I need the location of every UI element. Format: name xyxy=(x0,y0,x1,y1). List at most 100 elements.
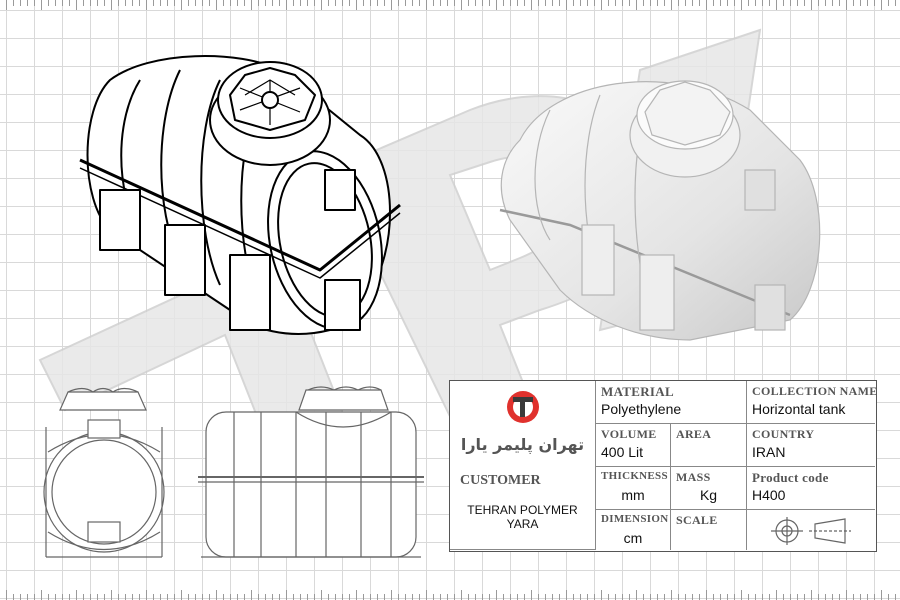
ruler-tick xyxy=(580,0,581,6)
ruler-tick xyxy=(293,0,294,6)
ruler-tick xyxy=(895,0,896,6)
ruler-tick xyxy=(874,594,875,600)
volume-cell: VOLUME 400 Lit xyxy=(596,424,671,467)
ruler-tick xyxy=(55,594,56,600)
ruler-tick xyxy=(685,594,686,600)
ruler-tick xyxy=(62,0,63,6)
ruler-tick xyxy=(13,594,14,600)
ruler-tick xyxy=(482,0,483,6)
ruler-tick xyxy=(111,0,112,10)
ruler-tick xyxy=(797,0,798,6)
bottom-ruler xyxy=(0,586,900,600)
ruler-tick xyxy=(132,0,133,6)
ruler-tick xyxy=(104,0,105,6)
ruler-tick xyxy=(531,0,532,10)
ruler-tick xyxy=(167,0,168,6)
ruler-tick xyxy=(734,594,735,600)
ruler-tick xyxy=(391,0,392,10)
ruler-tick xyxy=(244,0,245,6)
ruler-tick xyxy=(524,594,525,600)
ruler-tick xyxy=(335,594,336,600)
ruler-tick xyxy=(48,0,49,6)
ruler-tick xyxy=(265,594,266,600)
ruler-tick xyxy=(342,594,343,600)
ruler-tick xyxy=(377,594,378,600)
ruler-tick xyxy=(846,0,847,10)
dimension-value: cm xyxy=(623,530,643,546)
tank-side-view xyxy=(198,386,424,558)
ruler-tick xyxy=(657,0,658,6)
country-value: IRAN xyxy=(752,444,786,460)
ruler-tick xyxy=(608,594,609,600)
material-value: Polyethylene xyxy=(601,401,682,417)
ruler-tick xyxy=(881,0,882,10)
ruler-tick xyxy=(412,0,413,6)
ruler-tick xyxy=(209,594,210,600)
ruler-tick xyxy=(202,0,203,6)
ruler-tick xyxy=(608,0,609,6)
volume-value: 400 Lit xyxy=(601,444,644,460)
ruler-tick xyxy=(314,0,315,6)
ruler-tick xyxy=(517,0,518,6)
ruler-tick xyxy=(664,0,665,6)
ruler-tick xyxy=(293,594,294,600)
customer-value: TEHRAN POLYMER YARA xyxy=(467,503,578,531)
ruler-tick xyxy=(762,594,763,600)
ruler-tick xyxy=(804,0,805,6)
ruler-tick xyxy=(461,590,462,600)
collection-cell: COLLECTION NAME Horizontal tank xyxy=(747,381,877,424)
ruler-tick xyxy=(153,594,154,600)
ruler-tick xyxy=(55,0,56,6)
ruler-tick xyxy=(279,0,280,6)
ruler-tick xyxy=(195,0,196,6)
ruler-tick xyxy=(692,0,693,6)
ruler-tick xyxy=(874,0,875,6)
ruler-tick xyxy=(706,590,707,600)
ruler-tick xyxy=(615,0,616,6)
ruler-tick xyxy=(881,590,882,600)
ruler-tick xyxy=(174,594,175,600)
ruler-tick xyxy=(468,0,469,6)
ruler-tick xyxy=(314,594,315,600)
ruler-tick xyxy=(755,594,756,600)
ruler-tick xyxy=(671,0,672,10)
ruler-tick xyxy=(454,594,455,600)
ruler-tick xyxy=(174,0,175,6)
horizontal-tank-line-drawing xyxy=(79,55,401,335)
ruler-tick xyxy=(188,594,189,600)
ruler-tick xyxy=(160,0,161,6)
ruler-tick xyxy=(223,594,224,600)
ruler-tick xyxy=(545,594,546,600)
ruler-tick xyxy=(223,0,224,6)
ruler-tick xyxy=(216,590,217,600)
ruler-tick xyxy=(748,594,749,600)
ruler-tick xyxy=(559,0,560,6)
ruler-tick xyxy=(286,590,287,600)
mass-label: MASS xyxy=(676,470,711,484)
ruler-tick xyxy=(650,0,651,6)
ruler-tick xyxy=(587,594,588,600)
horizontal-tank-3d-render xyxy=(499,80,821,341)
ruler-tick xyxy=(741,0,742,10)
ruler-tick xyxy=(867,0,868,6)
ruler-tick xyxy=(370,594,371,600)
ruler-tick xyxy=(783,0,784,6)
ruler-tick xyxy=(391,590,392,600)
ruler-tick xyxy=(412,594,413,600)
ruler-tick xyxy=(104,594,105,600)
ruler-tick xyxy=(237,0,238,6)
ruler-tick xyxy=(41,590,42,600)
customer-label: CUSTOMER xyxy=(460,473,541,488)
ruler-tick xyxy=(251,0,252,10)
product-code-cell: Product code H400 xyxy=(747,467,875,510)
ruler-tick xyxy=(97,594,98,600)
ruler-tick xyxy=(755,0,756,6)
ruler-tick xyxy=(811,0,812,10)
ruler-tick xyxy=(90,0,91,6)
ruler-tick xyxy=(405,594,406,600)
ruler-tick xyxy=(139,0,140,6)
ruler-tick xyxy=(335,0,336,6)
ruler-tick xyxy=(783,594,784,600)
first-angle-projection-icon xyxy=(771,517,851,545)
thickness-value: mm xyxy=(621,487,645,503)
